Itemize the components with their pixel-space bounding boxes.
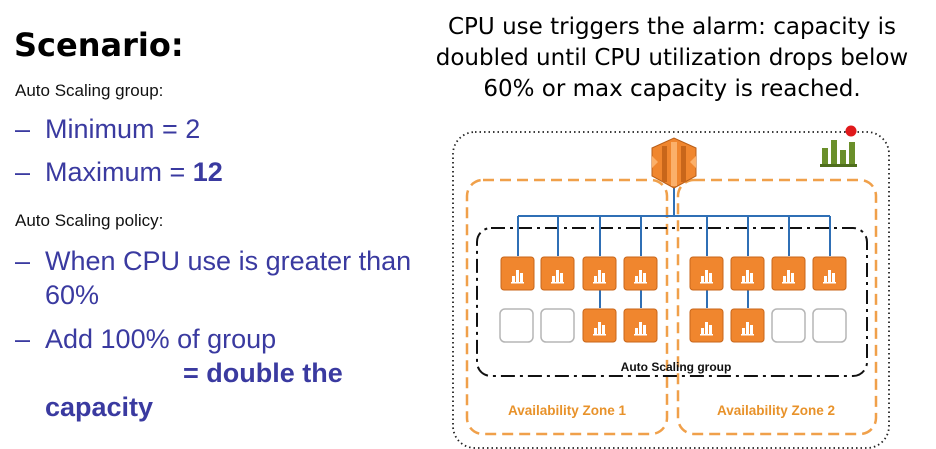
minimum-value: 2 <box>185 114 201 144</box>
maximum-label: Maximum = <box>45 157 193 187</box>
policy-condition-line2: 60% <box>45 280 100 310</box>
maximum-value: 12 <box>192 157 223 187</box>
zone-1-label: Availability Zone 1 <box>508 403 627 418</box>
policy-action-line1: Add 100% of group <box>45 324 277 354</box>
cloudwatch-icon <box>820 140 857 167</box>
instance-icon <box>540 256 575 291</box>
maximum-bullet: – Maximum = 12 <box>15 155 223 189</box>
auto-scaling-icon <box>651 137 697 189</box>
alarm-dot-icon <box>845 125 857 137</box>
policy-condition-bullet: – When CPU use is greater than 60% <box>15 244 412 312</box>
minimum-label: Minimum = <box>45 114 186 144</box>
instance-icon <box>771 256 806 291</box>
zone-2-label: Availability Zone 2 <box>717 403 835 418</box>
policy-heading: Auto Scaling policy: <box>15 211 164 230</box>
instance-icon <box>582 256 617 291</box>
instance-icon <box>582 308 617 343</box>
caption-line3: 60% or max capacity is reached. <box>483 76 861 102</box>
instance-icon <box>500 256 535 291</box>
minimum-bullet: – Minimum = 2 <box>15 112 201 146</box>
caption: CPU use triggers the alarm: capacity is … <box>415 12 929 105</box>
empty-slot-icon <box>499 308 534 343</box>
policy-condition-line1: When CPU use is greater than <box>45 246 412 276</box>
policy-action-bullet: – Add 100% of group <box>15 322 277 356</box>
auto-scaling-group-label: Auto Scaling group <box>621 360 732 374</box>
bullet-dash: – <box>15 246 31 276</box>
caption-line1: CPU use triggers the alarm: capacity is <box>448 14 896 40</box>
instance-icon <box>689 256 724 291</box>
empty-slot-icon <box>812 308 847 343</box>
group-heading: Auto Scaling group: <box>15 81 164 100</box>
instance-icon <box>623 256 658 291</box>
connector-lines <box>517 188 831 308</box>
empty-slot-icon <box>540 308 575 343</box>
availability-zone-2 <box>676 178 878 436</box>
caption-line2: doubled until CPU utilization drops belo… <box>435 45 909 71</box>
instance-icon <box>623 308 658 343</box>
instance-icon <box>730 308 765 343</box>
availability-zone-1 <box>465 178 669 436</box>
bullet-dash: – <box>15 114 31 144</box>
scenario-title: Scenario: <box>14 26 184 64</box>
instance-icon <box>812 256 847 291</box>
instance-icon <box>689 308 724 343</box>
policy-action-line3: capacity <box>45 392 154 422</box>
bullet-dash: – <box>15 157 31 187</box>
auto-scaling-group-boundary <box>476 227 868 377</box>
empty-slot-icon <box>771 308 806 343</box>
bullet-dash: – <box>15 324 31 354</box>
instance-icon <box>730 256 765 291</box>
policy-action-line2: = double the <box>183 358 343 388</box>
